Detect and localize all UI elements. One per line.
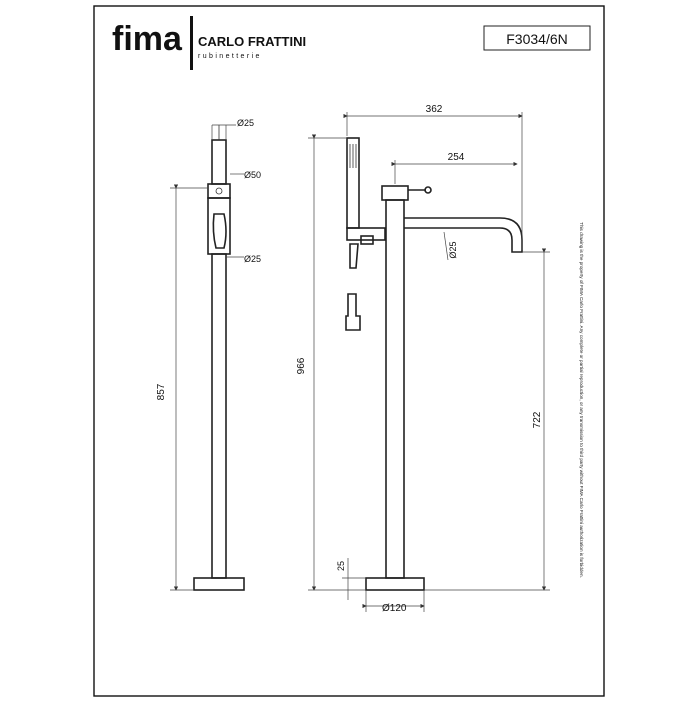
- front-base-thickness: 25: [336, 561, 346, 571]
- front-overall-width: 362: [426, 104, 443, 115]
- brand-fima: fima: [112, 20, 183, 58]
- brand-carlo-frattini: CARLO FRATTINI: [198, 34, 306, 49]
- brand-subtitle: rubinetterie: [198, 53, 262, 60]
- front-base-diameter: Ø120: [382, 603, 407, 614]
- front-spout-diameter: Ø25: [448, 241, 458, 258]
- side-body-diameter: Ø50: [244, 170, 261, 180]
- front-spout-height: 722: [532, 411, 543, 428]
- side-height: 857: [156, 383, 167, 400]
- copyright-note: This drawing is the property of FIMA Car…: [579, 222, 584, 578]
- side-top-diameter: Ø25: [237, 118, 254, 128]
- front-spout-reach: 254: [448, 152, 465, 163]
- brand-divider: [190, 16, 193, 70]
- side-view: Ø25 Ø50 Ø25 857: [156, 118, 261, 591]
- model-code: F3034/6N: [506, 31, 567, 47]
- side-handle-diameter: Ø25: [244, 254, 261, 264]
- front-view: 362 254 Ø25 966 722 25 Ø120: [296, 104, 550, 614]
- brand-logo: fima CARLO FRATTINI rubinetterie: [112, 16, 306, 70]
- front-total-height: 966: [296, 357, 307, 374]
- model-code-box: [483, 25, 591, 51]
- drawing-frame: [93, 5, 605, 697]
